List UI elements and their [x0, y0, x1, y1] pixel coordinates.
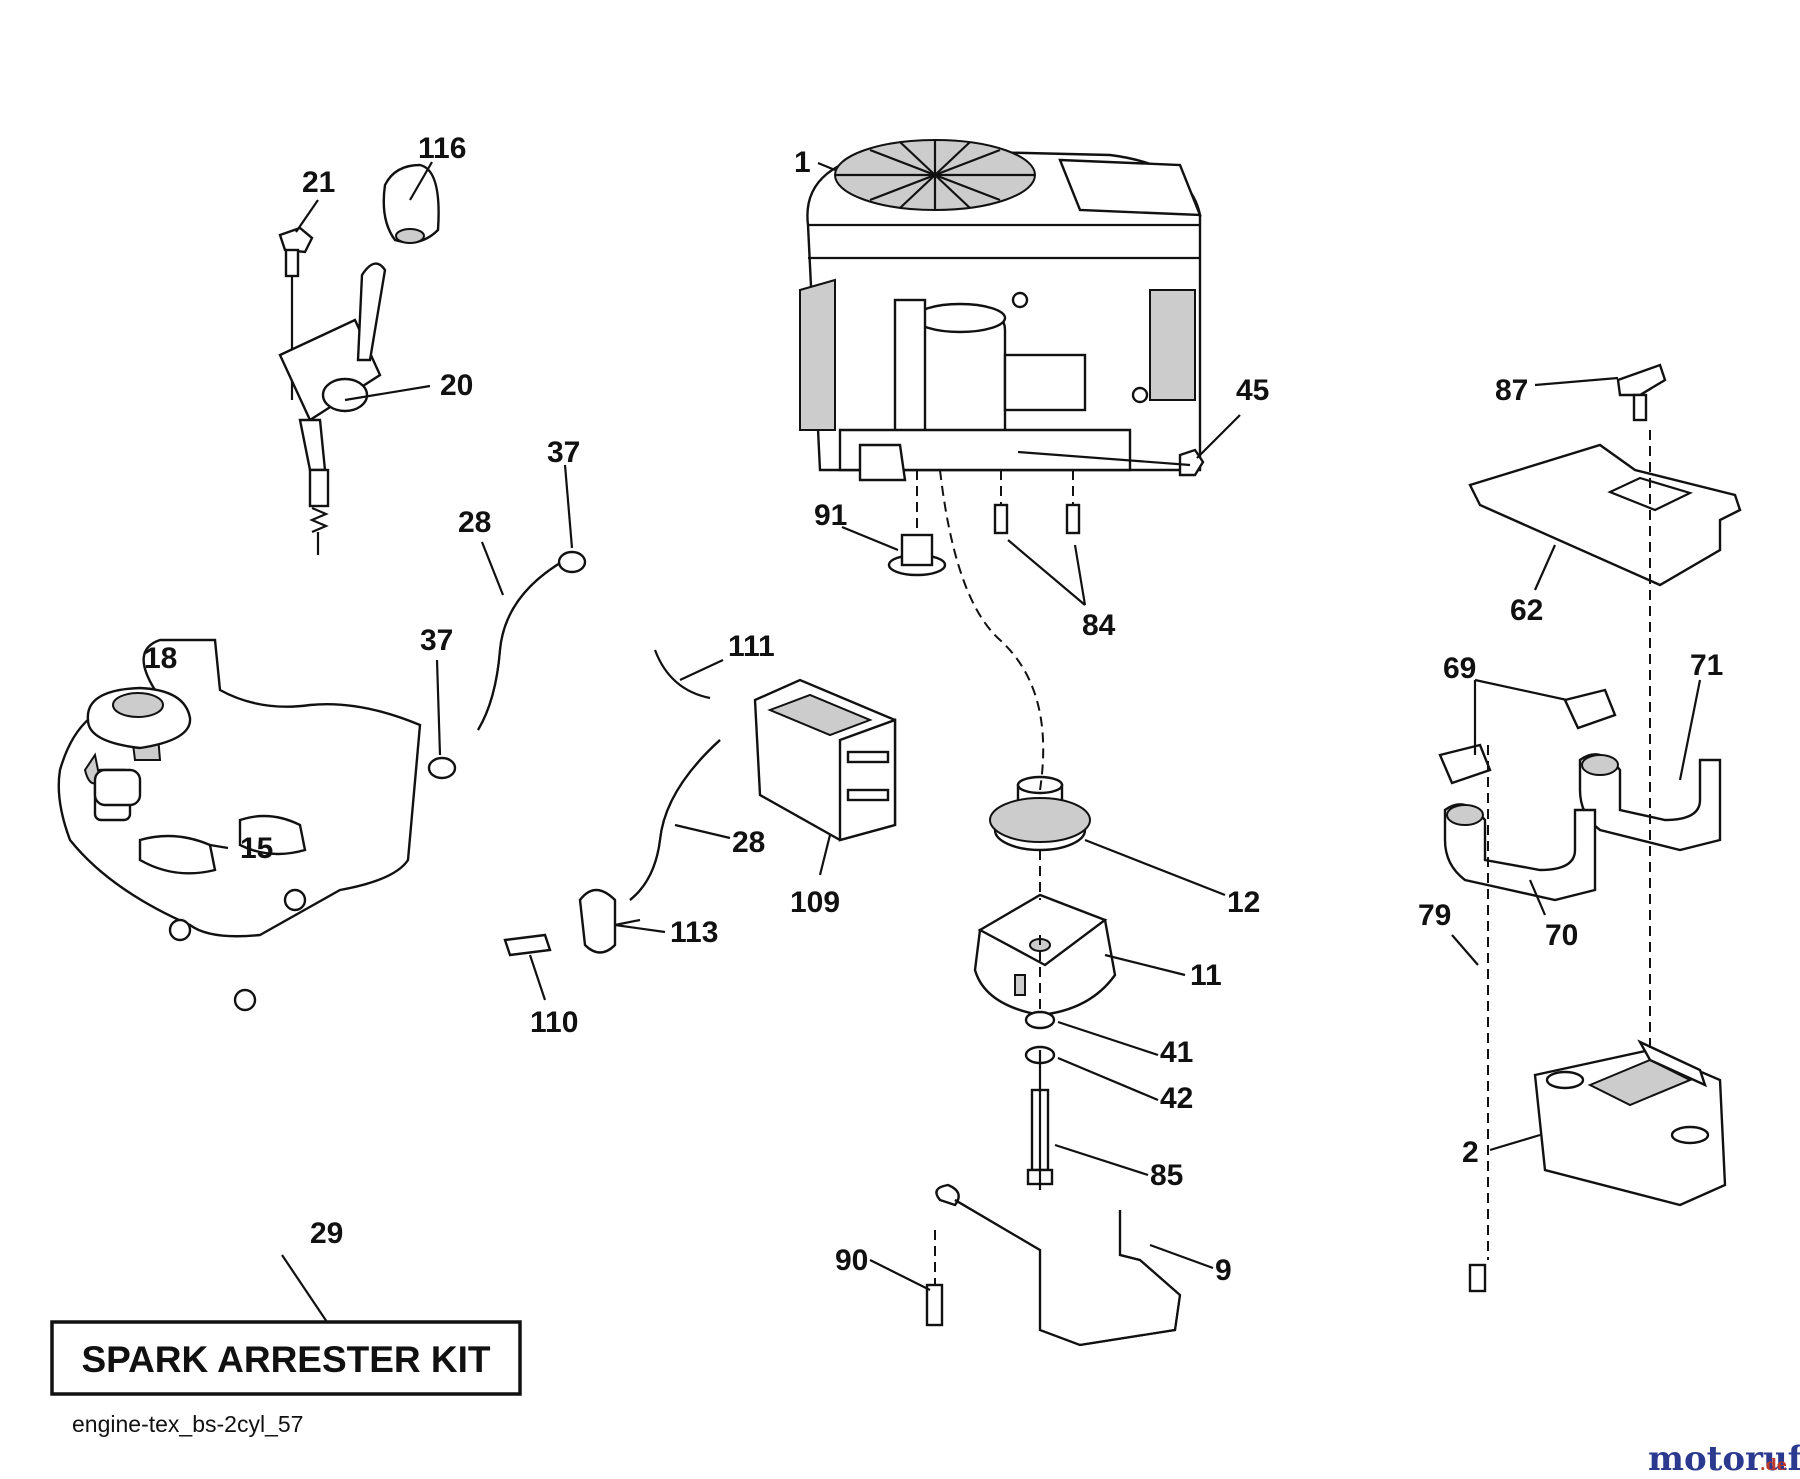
callout-2: 2	[1462, 1136, 1479, 1169]
engine-part	[799, 139, 1202, 482]
callout-62: 62	[1510, 594, 1543, 627]
pulley-part	[989, 775, 1091, 852]
assembly-lines	[916, 430, 1651, 1285]
callout-111: 111	[728, 630, 775, 663]
spark-arrester-kit-label: SPARK ARRESTER KIT	[81, 1339, 490, 1380]
spacer-part	[887, 533, 947, 577]
callout-71: 71	[1690, 649, 1723, 682]
clutch-part	[973, 893, 1117, 1017]
canister-part	[753, 678, 897, 842]
callout-28-top: 28	[458, 506, 491, 539]
watermark-suffix: .de	[1760, 1455, 1787, 1474]
fuel-hose-part	[477, 559, 721, 901]
hose-clamp-part	[427, 550, 587, 780]
callout-90: 90	[835, 1244, 868, 1277]
watermark-main: motoruf	[1648, 1439, 1800, 1479]
callout-79: 79	[1418, 899, 1451, 932]
callout-18: 18	[144, 642, 177, 675]
callout-20: 20	[440, 369, 473, 402]
spark-arrester-kit-box: SPARK ARRESTER KIT	[50, 1320, 522, 1396]
callout-45: 45	[1236, 374, 1269, 407]
callout-84: 84	[1082, 609, 1116, 642]
callout-12: 12	[1227, 886, 1260, 919]
fuel-cap-part	[86, 686, 192, 807]
callout-87: 87	[1495, 374, 1528, 407]
exhaust-pipe-part	[1443, 753, 1722, 902]
gasket-part	[1438, 688, 1617, 785]
heat-shield-part	[1468, 443, 1742, 587]
callout-113: 113	[670, 916, 718, 949]
oil-cap-part	[1616, 363, 1667, 422]
fitting-part	[503, 888, 641, 957]
callout-28-bottom: 28	[732, 826, 765, 859]
watermark: motoruf .de	[1648, 1439, 1800, 1479]
callout-37-top: 37	[547, 436, 580, 469]
muffler-part	[1533, 1039, 1727, 1207]
callout-42: 42	[1160, 1082, 1193, 1115]
callout-37-bottom: 37	[420, 624, 453, 657]
callout-9: 9	[1215, 1254, 1232, 1287]
bolt-part	[925, 503, 1487, 1327]
diagram-code: engine-tex_bs-2cyl_57	[72, 1411, 303, 1437]
callout-labels: 1 116 21 20 45 87 37 28 91 84 62 18 37 1…	[144, 132, 1723, 1287]
callout-85: 85	[1150, 1159, 1183, 1192]
bracket-rod-part	[935, 1183, 1182, 1347]
callout-109: 109	[790, 886, 840, 919]
callout-41: 41	[1160, 1036, 1193, 1069]
callout-1: 1	[794, 146, 811, 179]
callout-69: 69	[1443, 652, 1476, 685]
callout-110: 110	[530, 1006, 578, 1039]
throttle-lever-part	[278, 163, 440, 555]
callout-70: 70	[1545, 919, 1578, 952]
callout-91: 91	[814, 499, 847, 532]
callout-21: 21	[302, 166, 335, 199]
callout-29: 29	[310, 1217, 343, 1250]
leader-lines	[209, 161, 1702, 1323]
callout-11: 11	[1190, 959, 1222, 992]
callout-116: 116	[418, 132, 466, 165]
callout-15: 15	[240, 832, 273, 865]
